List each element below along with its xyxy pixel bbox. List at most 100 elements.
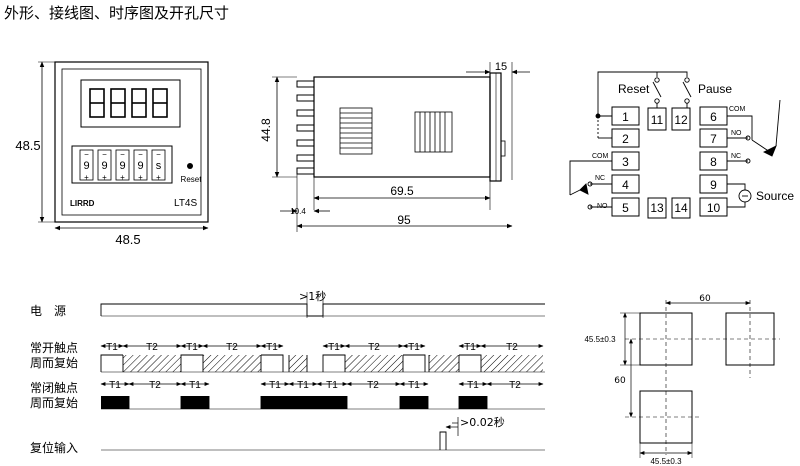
front-dim-width: 48.5 xyxy=(115,232,140,247)
t2-label: T2 xyxy=(368,342,380,353)
svg-text:−: − xyxy=(156,150,161,159)
thumbwheel-frame xyxy=(71,145,173,184)
terminal-4: 4 xyxy=(622,178,629,192)
t2-label: T2 xyxy=(226,342,238,353)
row-nc-1: 常闭触点 xyxy=(30,381,78,395)
wiring-nc-left: NC xyxy=(595,175,605,182)
cutout-dim-w-hole: 45.5±0.3 xyxy=(650,457,682,466)
row-no-2: 周而复始 xyxy=(30,356,78,370)
svg-text:−: − xyxy=(84,150,89,159)
t1-label: T1 xyxy=(328,342,340,353)
terminal-boxes xyxy=(611,106,728,219)
terminal-13: 13 xyxy=(650,201,664,215)
t1-label: T1 xyxy=(408,380,420,391)
note-reset: >0.02秒 xyxy=(460,415,505,429)
t2-label: T2 xyxy=(146,342,158,353)
digit-2: 9 xyxy=(101,160,107,172)
wiring-nc-right: NC xyxy=(731,153,741,160)
t1-label: T1 xyxy=(464,342,476,353)
row-reset: 复位输入 xyxy=(30,440,78,455)
seven-seg-display xyxy=(89,88,168,118)
terminal-2: 2 xyxy=(622,132,629,146)
row-power: 电 源 xyxy=(30,304,66,318)
t1-label: T1 xyxy=(186,342,198,353)
svg-text:−: − xyxy=(102,150,107,159)
thumbwheel-signs: − + − + − + − + − + xyxy=(84,150,161,182)
terminal-9: 9 xyxy=(710,178,717,192)
cutout-diagram xyxy=(620,300,780,458)
side-dim-body: 69.5 xyxy=(390,184,414,198)
svg-text:+: + xyxy=(84,173,89,182)
digit-4: 9 xyxy=(137,160,143,172)
terminal-8: 8 xyxy=(710,155,717,169)
wiring-diagram xyxy=(569,71,781,219)
terminal-1: 1 xyxy=(622,110,629,124)
cutout-dim-h-hole: 45.5±0.3 xyxy=(584,335,616,344)
front-panel xyxy=(61,68,202,216)
side-vent-left xyxy=(339,107,373,155)
terminal-14: 14 xyxy=(674,201,688,215)
timing-row-labels: 电 源 常开触点 周而复始 常闭触点 周而复始 复位输入 xyxy=(30,304,78,455)
display-window xyxy=(80,79,181,128)
t1-label: T1 xyxy=(326,380,338,391)
svg-text:+: + xyxy=(102,173,107,182)
terminal-3: 3 xyxy=(622,155,629,169)
terminal-12: 12 xyxy=(674,113,688,127)
side-view xyxy=(272,62,530,232)
wiring-no-right: NO xyxy=(731,130,742,137)
terminal-numbers: 1 2 3 4 5 6 7 8 9 10 11 12 13 14 xyxy=(622,110,720,215)
timing-t-labels: T1 T2 T1 T2 T1 T1 T2 T1 T1 T2 T1 T2 T1 T… xyxy=(106,342,521,391)
front-view xyxy=(38,61,209,231)
side-dim-top: 15 xyxy=(495,61,507,73)
t2-label: T2 xyxy=(506,342,518,353)
wiring-com-left: COM xyxy=(592,153,609,160)
side-dim-height: 44.8 xyxy=(259,118,273,142)
side-dim-front: 10.4 xyxy=(290,207,306,216)
t1-label: T1 xyxy=(269,380,281,391)
digit-1: 9 xyxy=(83,160,89,172)
t1-label: T1 xyxy=(189,380,201,391)
front-reset-label: Reset xyxy=(181,175,203,184)
thumbwheel-digit-labels: 9 9 9 9 s xyxy=(83,160,161,172)
front-dim-height: 48.5 xyxy=(15,138,40,153)
reset-indicator-dot xyxy=(187,163,193,169)
timing-diagram xyxy=(100,292,545,451)
model-label: LT4S xyxy=(174,198,197,209)
wiring-no-left: NO xyxy=(597,203,608,210)
page-title: 外形、接线图、时序图及开孔尺寸 xyxy=(4,4,230,22)
t1-label: T1 xyxy=(109,380,121,391)
note-power: >1秒 xyxy=(299,289,326,303)
terminal-5: 5 xyxy=(622,201,629,215)
cutout-dim-width: 60 xyxy=(699,294,711,304)
t1-label: T1 xyxy=(106,342,118,353)
front-bezel xyxy=(54,61,209,223)
side-flange xyxy=(489,72,502,182)
digit-3: 9 xyxy=(119,160,125,172)
t1-label: T1 xyxy=(266,342,278,353)
t1-label: T1 xyxy=(467,380,479,391)
wiring-pause-label: Pause xyxy=(698,82,732,96)
side-dim-total: 95 xyxy=(397,213,411,227)
terminal-11: 11 xyxy=(651,113,664,127)
terminal-7: 7 xyxy=(710,132,717,146)
t1-label: T1 xyxy=(297,380,309,391)
svg-text:−: − xyxy=(138,150,143,159)
t1-label: T1 xyxy=(408,342,420,353)
brand-logo: LIRRD xyxy=(70,199,95,208)
terminal-10: 10 xyxy=(707,201,721,215)
t2-label: T2 xyxy=(149,380,161,391)
svg-text:−: − xyxy=(120,150,125,159)
svg-text:+: + xyxy=(156,173,161,182)
row-no-1: 常开触点 xyxy=(30,341,78,355)
t2-label: T2 xyxy=(509,380,521,391)
row-nc-2: 周而复始 xyxy=(30,396,78,410)
wiring-com-right: COM xyxy=(729,106,746,113)
thumbwheel-digits xyxy=(79,149,166,181)
cutout-dim-height: 60 xyxy=(614,376,626,386)
digit-5: s xyxy=(156,160,162,172)
svg-text:+: + xyxy=(138,173,143,182)
terminal-6: 6 xyxy=(710,110,717,124)
wiring-reset-label: Reset xyxy=(618,82,650,96)
side-vent-right xyxy=(414,111,453,153)
svg-text:+: + xyxy=(120,173,125,182)
